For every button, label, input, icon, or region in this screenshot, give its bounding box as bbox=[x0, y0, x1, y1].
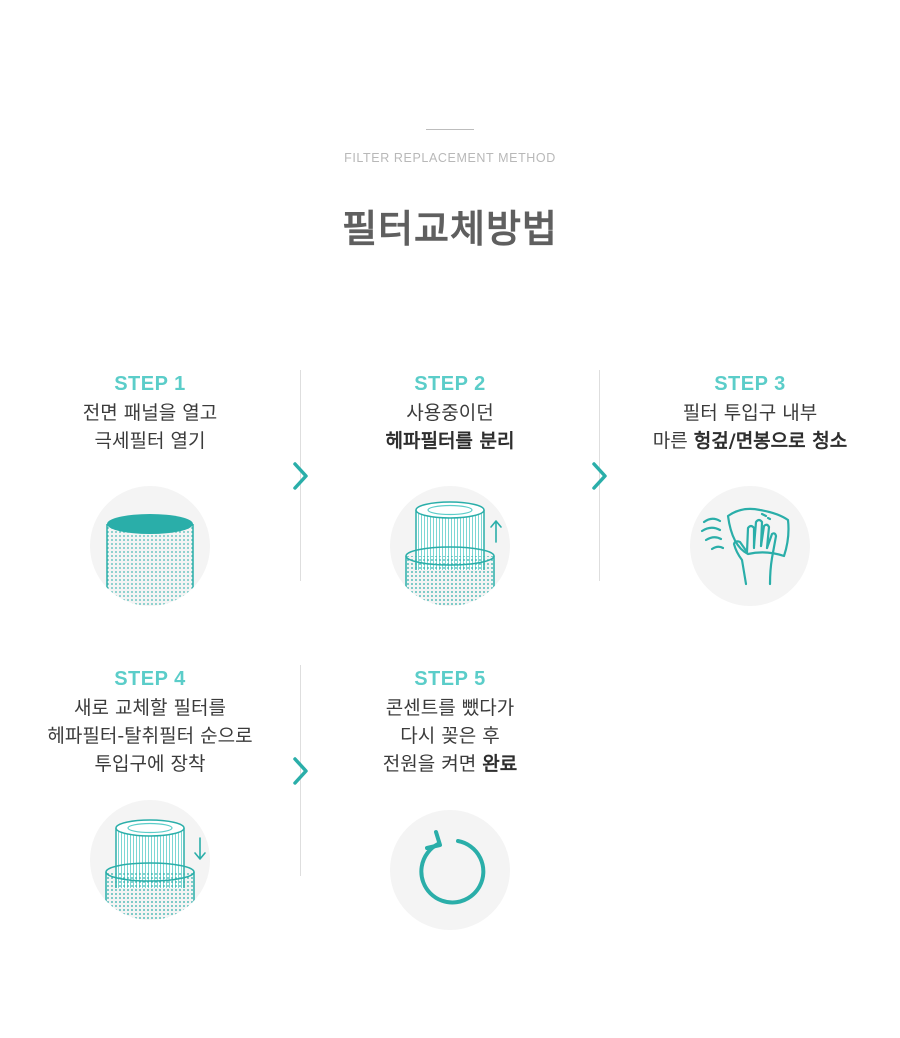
chevron-right-icon bbox=[592, 462, 607, 490]
step-2-illustration bbox=[390, 486, 510, 606]
step-3-desc-line-2: 마른 헝겊/면봉으로 청소 bbox=[600, 427, 900, 455]
step-4-desc-line-3: 투입구에 장착 bbox=[94, 753, 206, 775]
step-4-desc-line-2: 헤파필터-탈취필터 순으로 bbox=[47, 725, 253, 747]
filter-remove-up-icon bbox=[405, 501, 502, 606]
step-2-text: STEP 2 사용중이던 헤파필터를 분리 bbox=[300, 369, 600, 455]
step-3-text: STEP 3 필터 투입구 내부 마른 헝겊/면봉으로 청소 bbox=[600, 369, 900, 455]
header-eyebrow: FILTER REPLACEMENT METHOD bbox=[344, 151, 556, 165]
step-3-desc-bold: 헝겊/면봉으로 청소 bbox=[693, 430, 848, 452]
step-5-desc-bold: 완료 bbox=[482, 753, 518, 775]
step-divider-1 bbox=[300, 370, 301, 581]
step-4-label: STEP 4 bbox=[114, 668, 186, 690]
step-1-desc-line-2: 극세필터 열기 bbox=[94, 430, 206, 452]
step-2-desc-line-2: 헤파필터를 분리 bbox=[300, 427, 600, 455]
power-cycle-icon bbox=[419, 830, 486, 905]
step-5-desc-line-1: 콘센트를 뺐다가 bbox=[385, 697, 515, 719]
step-2-desc-line-1: 사용중이던 bbox=[406, 402, 494, 424]
chevron-right-icon bbox=[293, 462, 308, 490]
step-4-desc-line-1: 새로 교체할 필터를 bbox=[74, 697, 226, 719]
step-1-illustration bbox=[90, 486, 210, 606]
step-2-desc-bold: 헤파필터를 분리 bbox=[385, 430, 515, 452]
chevron-right-icon bbox=[293, 757, 308, 785]
step-divider-2 bbox=[599, 370, 600, 581]
filter-cylinder-icon bbox=[106, 514, 194, 606]
step-4-text: STEP 4 새로 교체할 필터를 헤파필터-탈취필터 순으로 투입구에 장착 bbox=[0, 664, 300, 778]
step-5-desc-line-2: 다시 꽂은 후 bbox=[400, 725, 500, 747]
step-5-desc-line-3: 전원을 켜면 완료 bbox=[300, 750, 600, 778]
step-1-text: STEP 1 전면 패널을 열고 극세필터 열기 bbox=[0, 369, 300, 455]
hand-wiping-cloth-icon bbox=[700, 507, 790, 586]
step-1-desc-line-1: 전면 패널을 열고 bbox=[82, 402, 218, 424]
step-1-label: STEP 1 bbox=[114, 373, 186, 395]
step-5-text: STEP 5 콘센트를 뺐다가 다시 꽂은 후 전원을 켜면 완료 bbox=[300, 664, 600, 778]
step-divider-3 bbox=[300, 665, 301, 876]
step-4-illustration bbox=[90, 800, 210, 920]
step-3-label: STEP 3 bbox=[714, 373, 786, 395]
step-3-desc-line-1: 필터 투입구 내부 bbox=[682, 402, 818, 424]
step-5-illustration bbox=[390, 810, 510, 930]
step-3-desc-plain: 마른 bbox=[652, 430, 694, 452]
page-title: 필터교체방법 bbox=[342, 207, 558, 251]
header-rule bbox=[426, 129, 474, 130]
step-5-desc-plain: 전원을 켜면 bbox=[382, 753, 483, 775]
filter-insert-down-icon bbox=[105, 819, 206, 920]
step-5-label: STEP 5 bbox=[414, 668, 486, 690]
step-2-label: STEP 2 bbox=[414, 373, 486, 395]
step-3-illustration bbox=[690, 486, 810, 606]
